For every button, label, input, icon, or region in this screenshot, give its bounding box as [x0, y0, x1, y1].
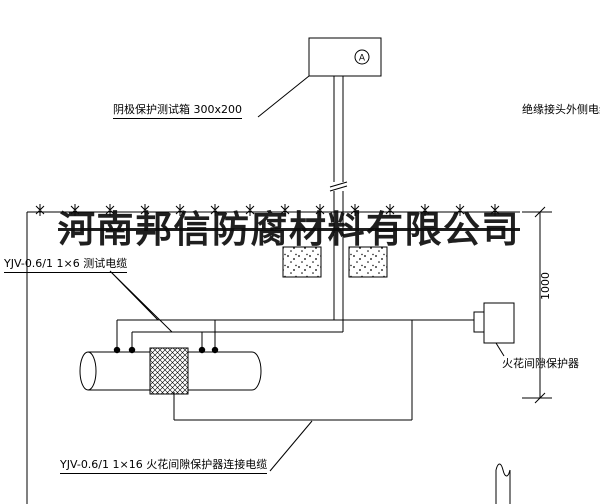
- cable-runs: [116, 319, 474, 421]
- pipeline: [79, 346, 262, 395]
- spark-cable-label: YJV-0.6/1 1×16 火花间隙保护器连接电缆: [60, 458, 268, 474]
- dimension-value: 1000: [539, 272, 552, 300]
- concrete-blocks: [282, 246, 388, 278]
- protector-label: 火花间隙保护器: [502, 357, 579, 370]
- ground-line: [26, 211, 520, 504]
- conduit: [329, 76, 348, 332]
- ground-hatch-marks: [35, 204, 500, 216]
- outer-cable-label: 绝缘接头外侧电缆: [522, 103, 600, 116]
- ammeter-letter: A: [359, 54, 366, 64]
- company-watermark: 河南邦信防腐材料有限公司: [58, 207, 520, 251]
- insulating-joint: [149, 347, 189, 395]
- spark-gap-protector: [473, 302, 515, 357]
- ammeter-symbol-icon: [354, 49, 370, 65]
- cathodic-test-box: A: [308, 37, 382, 77]
- test-box-label: 阴极保护测试箱 300x200: [113, 103, 242, 119]
- test-cable-label: YJV-0.6/1 1×6 测试电缆: [4, 257, 128, 273]
- leader-lines: [109, 75, 313, 472]
- pipe-riser-symbol: [495, 463, 511, 504]
- dimension-1000: 1000: [522, 206, 552, 404]
